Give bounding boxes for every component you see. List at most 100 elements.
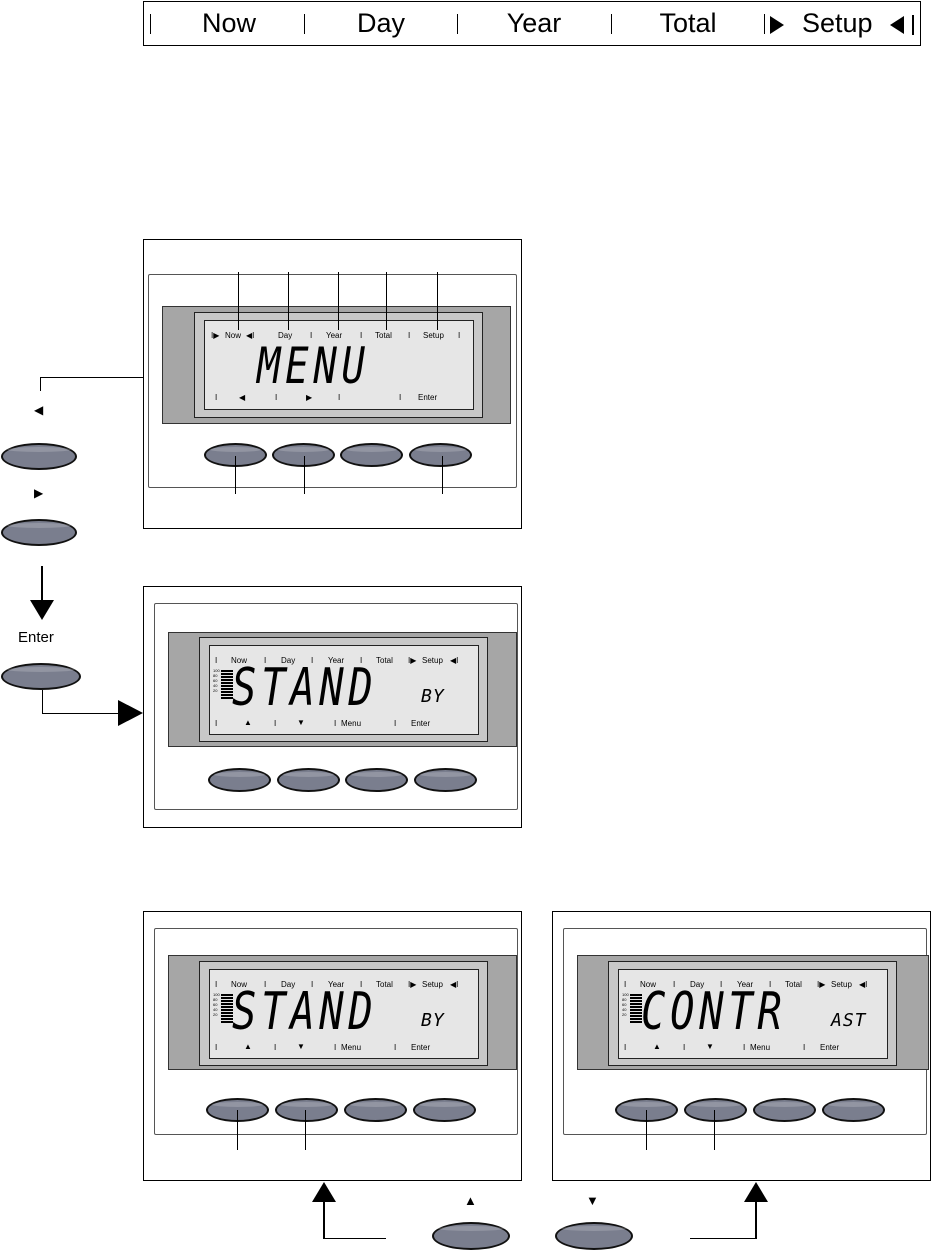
lcd-separator: I [360, 980, 363, 989]
right-arrow-label: ▶ [34, 486, 44, 500]
lcd-separator: I [334, 719, 337, 728]
softkey-button-3[interactable] [340, 443, 403, 467]
level-scale-label: 80 [622, 997, 627, 1002]
lcd-separator: I [338, 393, 341, 402]
lcd-label-now: Now [231, 656, 248, 665]
level-scale: 100 80 60 40 20 [622, 992, 629, 1017]
callout-line [238, 272, 239, 330]
lcd-label-day: Day [690, 980, 705, 989]
lcd-label-setup: Setup [422, 656, 443, 665]
softkey-button-3[interactable] [345, 768, 408, 792]
connector-line [690, 1238, 756, 1239]
lcd-separator: I [311, 980, 314, 989]
connector-line [324, 1238, 386, 1239]
connector-line [42, 713, 122, 714]
menu-item-year[interactable]: Year [506, 8, 562, 38]
right-button[interactable] [1, 519, 77, 546]
lcd-label-year: Year [328, 656, 345, 665]
connector-line [40, 377, 143, 378]
lcd-screen: I▶ Now ◀I Day I Year I Total I Setup I M… [204, 320, 474, 410]
lcd-separator: I [360, 656, 363, 665]
up-flow-arrow-left-icon [312, 1182, 336, 1239]
lcd-separator: I [743, 1043, 746, 1052]
lcd-separator: I [399, 393, 402, 402]
lcd-separator: I [360, 331, 363, 340]
level-scale-label: 60 [213, 678, 218, 683]
level-scale-label: 100 [622, 992, 629, 997]
level-bar-icon [221, 994, 233, 1024]
lcd-softkey-up-label: ▲ [244, 718, 252, 727]
lcd-separator: I [215, 719, 218, 728]
device-inner-frame [148, 274, 517, 488]
softkey-button-4[interactable] [409, 443, 472, 467]
lcd-label-total: Total [376, 980, 393, 989]
callout-line [237, 1110, 238, 1150]
device-panel-standby-2: I Now I Day I Year I Total I▶ Setup ◀I 1… [143, 911, 522, 1181]
level-scale: 100 80 60 40 20 [213, 668, 220, 693]
lcd-separator: I [215, 980, 218, 989]
connector-line [40, 377, 41, 391]
level-scale-label: 20 [213, 1012, 218, 1017]
right-flow-arrow-icon [118, 700, 143, 726]
level-scale-label: 80 [213, 673, 218, 678]
up-arrow-label: ▲ [464, 1193, 477, 1208]
lcd-separator: I [275, 393, 278, 402]
softkey-button-4[interactable] [414, 768, 477, 792]
softkey-button-3[interactable] [344, 1098, 407, 1122]
connector-line [42, 690, 43, 713]
lcd-softkey-enter-label: Enter [411, 719, 431, 728]
lcd-separator: I [310, 331, 313, 340]
lcd-select-icon: ◀I [859, 980, 868, 989]
lcd-select-icon: I▶ [408, 656, 417, 665]
lcd-select-icon: I▶ [408, 980, 417, 989]
selection-left-arrow-icon [890, 15, 905, 34]
lcd-label-day: Day [281, 656, 296, 665]
menu-item-day[interactable]: Day [356, 8, 405, 38]
down-arrow-label: ▼ [586, 1193, 599, 1208]
softkey-button-2[interactable] [275, 1098, 338, 1122]
menu-item-setup[interactable]: Setup [766, 2, 918, 45]
lcd-separator: I [458, 331, 461, 340]
lcd-softkey-menu-label: Menu [341, 1043, 362, 1052]
lcd-label-total: Total [785, 980, 802, 989]
lcd-display-sub: BY [421, 686, 445, 707]
softkey-button-4[interactable] [822, 1098, 885, 1122]
level-scale: 100 80 60 40 20 [213, 992, 220, 1017]
level-scale-label: 20 [622, 1012, 627, 1017]
lcd-screen: I Now I Day I Year I Total I▶ Setup ◀I 1… [209, 645, 479, 735]
callout-line [386, 272, 387, 330]
down-flow-arrow-icon [30, 566, 54, 620]
level-bar-icon [630, 994, 642, 1024]
callout-line [288, 272, 289, 330]
lcd-select-icon: ◀I [450, 656, 459, 665]
softkey-button-2[interactable] [684, 1098, 747, 1122]
lcd-separator: I [215, 1043, 218, 1052]
softkey-button-2[interactable] [277, 768, 340, 792]
level-scale-label: 60 [622, 1002, 627, 1007]
up-button[interactable] [432, 1222, 510, 1250]
softkey-button-2[interactable] [272, 443, 335, 467]
selection-right-arrow-icon [770, 15, 785, 34]
lcd-separator: I [394, 719, 397, 728]
down-button[interactable] [555, 1222, 633, 1250]
device-panel-menu: I▶ Now ◀I Day I Year I Total I Setup I M… [143, 239, 522, 529]
lcd-separator: I [683, 1043, 686, 1052]
callout-line [442, 456, 443, 494]
lcd-display-sub: BY [421, 1010, 445, 1031]
softkey-button-3[interactable] [753, 1098, 816, 1122]
lcd-display-main: STAND [232, 982, 378, 1042]
softkey-button-4[interactable] [413, 1098, 476, 1122]
menu-item-total[interactable]: Total [659, 8, 717, 38]
level-bar-icon [221, 670, 233, 700]
lcd-display-sub: AST [831, 1010, 867, 1031]
left-button[interactable] [1, 443, 77, 470]
softkey-button-1[interactable] [208, 768, 271, 792]
lcd-separator: I [215, 393, 218, 402]
lcd-label-year: Year [326, 331, 343, 340]
lcd-separator: I [311, 656, 314, 665]
lcd-separator: I [274, 1043, 277, 1052]
lcd-softkey-down-label: ▼ [706, 1042, 714, 1051]
lcd-select-icon: ◀I [450, 980, 459, 989]
enter-button[interactable] [1, 663, 81, 690]
menu-item-now[interactable]: Now [201, 8, 256, 38]
